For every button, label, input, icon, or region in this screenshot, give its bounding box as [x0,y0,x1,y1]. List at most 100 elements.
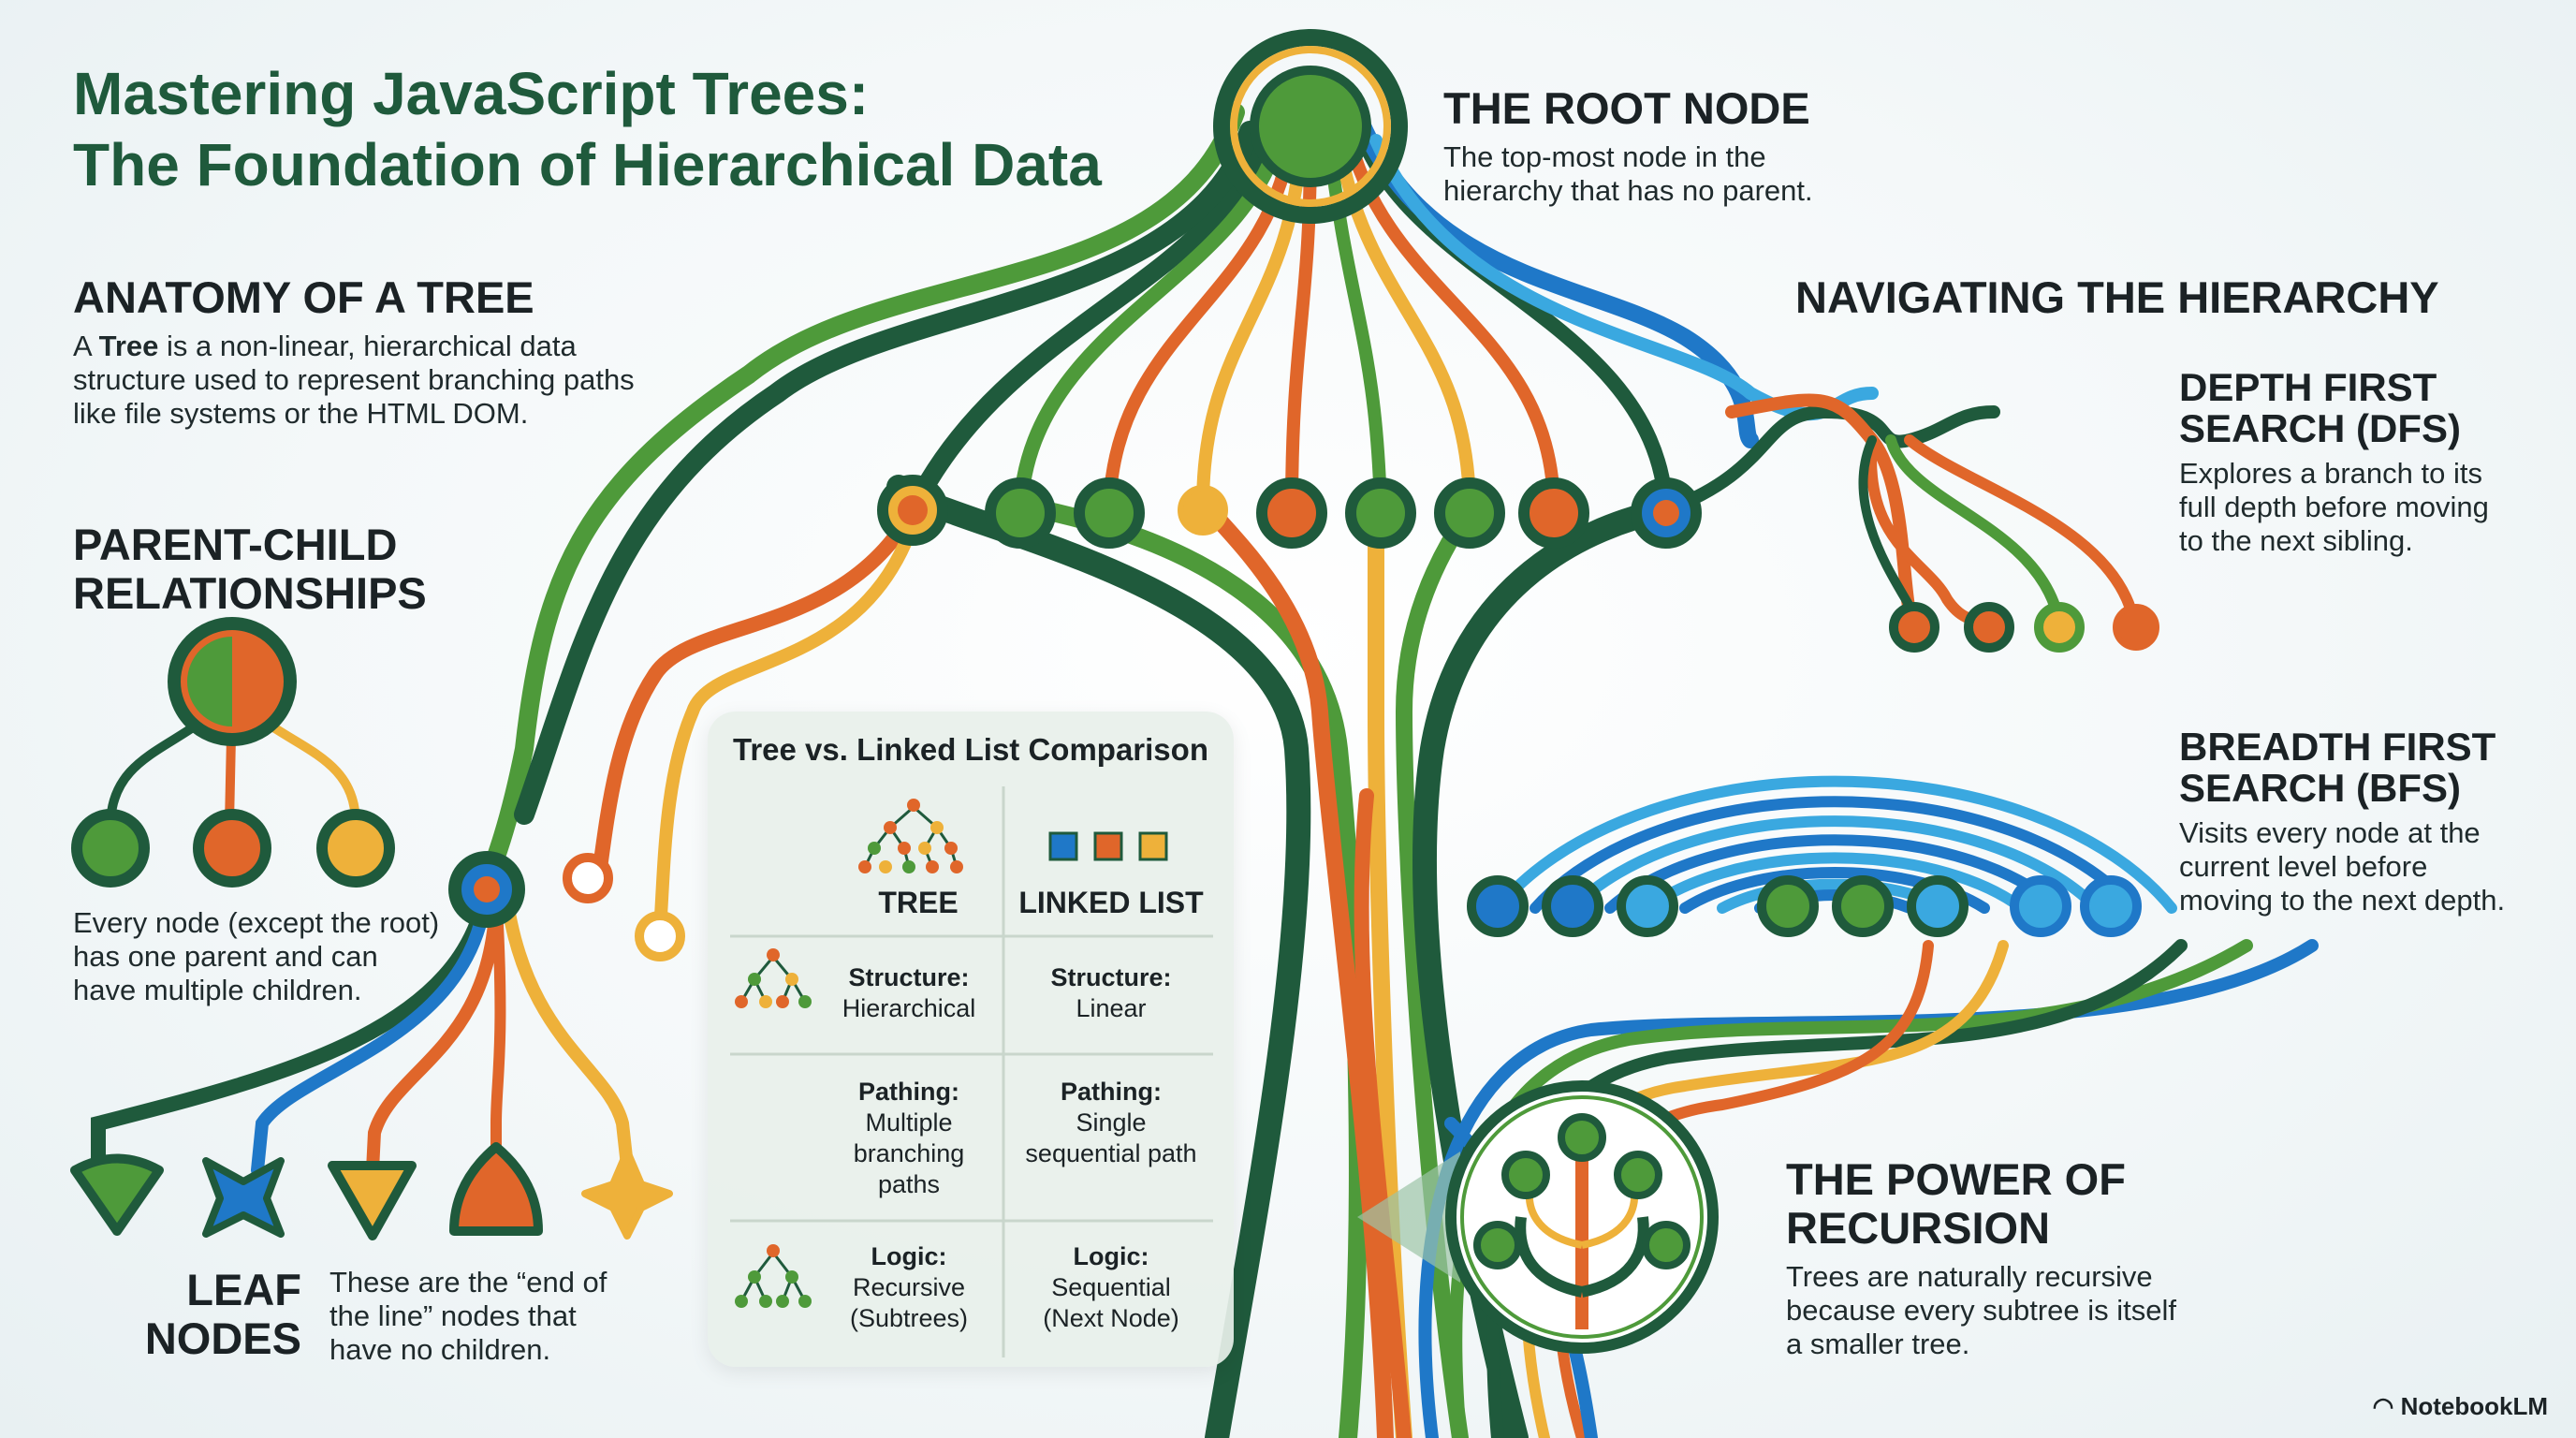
dfs-line-2: full depth before moving [2179,491,2489,523]
leaf-heading-block: LEAF NODES [133,1266,301,1363]
recursion-section: THE POWER OF RECURSION Trees are natural… [1786,1155,2176,1361]
leaf-heading-1: LEAF [186,1265,301,1314]
pathing-tree-value-3: paths [877,1170,941,1198]
bfs-heading-1: BREADTH FIRST [2179,725,2496,769]
dfs-branch [1660,404,2000,517]
dfs-heading-2: SEARCH (DFS) [2179,406,2461,450]
structure-tree-value: Hierarchical [842,994,976,1022]
recursion-line-1: Trees are naturally recursive [1786,1260,2153,1293]
pathing-tree-label: Pathing: [858,1078,959,1106]
logic-tree-value-1: Recursive [852,1273,966,1301]
left-branch [514,121,1260,825]
root-section: THE ROOT NODE The top-most node in the h… [1443,84,1813,208]
bfs-line-3: moving to the next depth. [2179,884,2506,917]
bfs-nodes [1467,875,2142,937]
pathing-list-value-2: sequential path [1025,1139,1197,1167]
root-heading: THE ROOT NODE [1443,83,1810,133]
title-line-1: Mastering JavaScript Trees: [73,60,870,127]
bfs-line-2: current level before [2179,850,2428,883]
trunk-strand [1354,788,1412,1438]
linked-list-header-icon [1048,831,1168,861]
pathing-tree-value-2: branching [853,1139,965,1167]
leaf-line-3: have no children. [329,1333,551,1366]
leaf-line-2: the line” nodes that [329,1299,577,1332]
parent-child-heading-2: RELATIONSHIPS [73,568,427,618]
comparison-panel-graphics [730,786,1213,1357]
leaf-text: These are the “end of the line” nodes th… [329,1266,607,1367]
notebooklm-icon: ◠ [2372,1392,2394,1420]
pathing-tree-cell: Pathing: Multiple branching paths [820,1077,998,1200]
anatomy-heading: ANATOMY OF A TREE [73,272,534,322]
comparison-title: Tree vs. Linked List Comparison [733,732,1208,767]
anatomy-line-1: A Tree is a non-linear, hierarchical dat… [73,330,691,363]
anatomy-line-3: like file systems or the HTML DOM. [73,397,529,430]
root-line-1: The top-most node in the [1443,140,1766,173]
left-branch-yellow [653,518,919,938]
pathing-list-cell: Pathing: Single sequential path [1007,1077,1215,1169]
level-one-nodes [877,475,1702,549]
logic-list-value-2: (Next Node) [1043,1304,1179,1332]
structure-list-label: Structure: [1050,963,1172,991]
trunk-strand [1011,496,1368,1438]
root-node [1213,29,1408,224]
notebooklm-logo: ◠ NotebookLM [2373,1392,2548,1421]
recursion-line-3: a smaller tree. [1786,1328,1970,1360]
dfs-section: DEPTH FIRST SEARCH (DFS) Explores a bran… [2179,367,2489,558]
logic-list-cell: Logic: Sequential (Next Node) [1007,1241,1215,1334]
pathing-list-label: Pathing: [1061,1078,1162,1106]
structure-list-cell: Structure: Linear [1007,962,1215,1024]
notebooklm-label: NotebookLM [2400,1392,2548,1420]
structure-row-icon [739,956,807,1003]
bfs-arcs [1492,775,2177,914]
left-branch [477,103,1245,889]
bfs-line-1: Visits every node at the [2179,816,2481,849]
bfs-heading-2: SEARCH (BFS) [2179,766,2461,810]
anatomy-line-1-post: is a non-linear, hierarchical data [158,330,577,362]
trunk-strand [1199,497,1394,1438]
pathing-tree-value-1: Multiple [865,1108,953,1137]
navigating-heading: NAVIGATING THE HIERARCHY [1795,272,2439,322]
structure-tree-label: Structure: [848,963,970,991]
logic-list-label: Logic: [1073,1242,1149,1270]
dfs-line-1: Explores a branch to its [2179,457,2482,490]
dfs-heading-1: DEPTH FIRST [2179,365,2437,409]
col-header-linked-list: LINKED LIST [1018,886,1204,919]
parent-child-heading-1: PARENT-CHILD [73,520,398,569]
page-title: Mastering JavaScript Trees: The Foundati… [73,58,1196,200]
title-line-2: The Foundation of Hierarchical Data [73,131,1102,198]
recursion-badge [1357,1080,1719,1354]
tree-header-icon [863,805,959,868]
logic-tree-cell: Logic: Recursive (Subtrees) [820,1241,998,1334]
leaf-heading-2: NODES [144,1313,301,1363]
bfs-section: BREADTH FIRST SEARCH (BFS) Visits every … [2179,726,2505,917]
parent-child-line-3: have multiple children. [73,974,362,1006]
recursion-heading-1: THE POWER OF [1786,1154,2126,1204]
comparison-panel: Tree vs. Linked List Comparison TRE [708,712,1234,1367]
leaf-line-1: These are the “end of [329,1266,607,1299]
logic-tree-label: Logic: [871,1242,947,1270]
logic-list-value-1: Sequential [1051,1273,1171,1301]
parent-child-diagram [71,617,395,888]
parent-child-heading-block: PARENT-CHILD RELATIONSHIPS [73,521,427,618]
anatomy-line-1-pre: A [73,330,99,362]
leaf-nodes [70,1142,673,1240]
logic-row-icon [739,1252,807,1302]
logic-tree-value-2: (Subtrees) [849,1304,969,1332]
root-line-2: hierarchy that has no parent. [1443,174,1813,207]
recursion-line-2: because every subtree is itself [1786,1294,2176,1327]
anatomy-tree-bold: Tree [98,330,159,362]
dfs-nodes [1889,602,2159,653]
left-branch-orange [592,503,920,883]
structure-list-value: Linear [1076,994,1147,1022]
parent-child-line-2: has one parent and can [73,940,378,973]
parent-child-text: Every node (except the root) has one par… [73,906,439,1007]
dfs-line-3: to the next sibling. [2179,524,2413,557]
col-header-tree: TREE [878,886,959,919]
recursion-heading-2: RECURSION [1786,1203,2051,1253]
structure-tree-cell: Structure: Hierarchical [820,962,998,1024]
pathing-list-value-1: Single [1076,1108,1147,1137]
anatomy-section: ANATOMY OF A TREE A Tree is a non-linear… [73,273,691,431]
parent-child-line-1: Every node (except the root) [73,906,440,939]
anatomy-line-2: structure used to represent branching pa… [73,363,635,396]
